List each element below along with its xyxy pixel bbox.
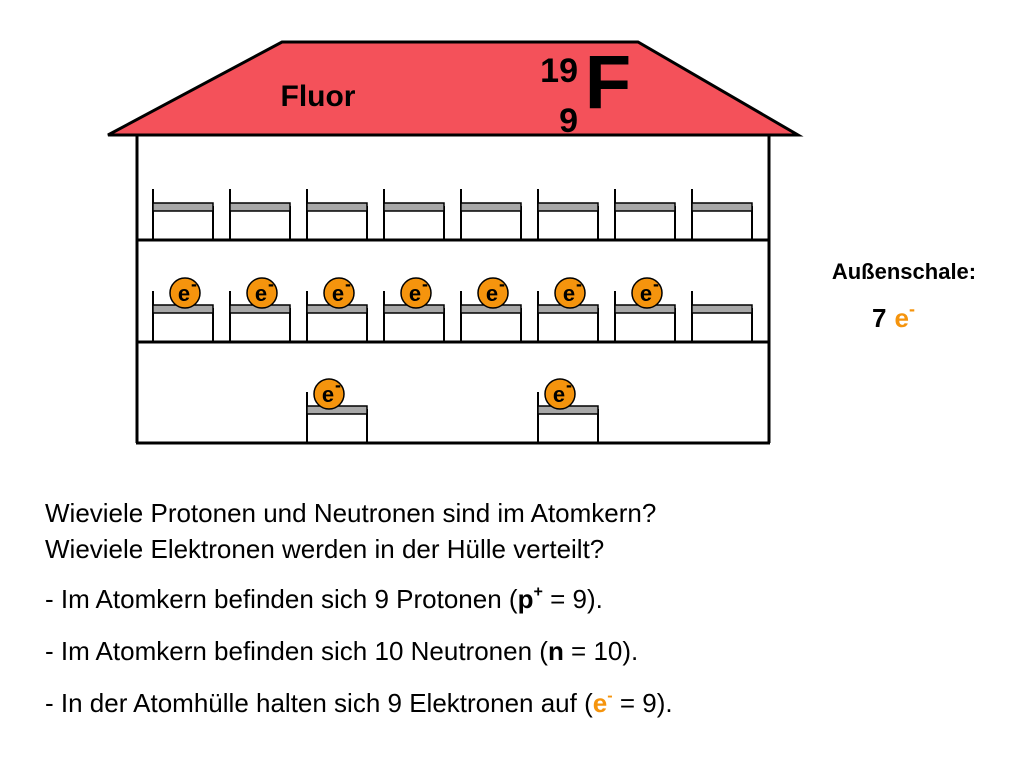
atom-house-diagram: Fluor 19 9 F e-e-e-e-e-e-e-e-e- Außensch…: [107, 40, 976, 445]
electron-charge: -: [607, 686, 613, 705]
svg-text:-: -: [191, 274, 197, 294]
svg-text:-: -: [345, 274, 351, 294]
bed-top-1: [152, 189, 214, 239]
svg-text:-: -: [499, 274, 505, 294]
bed-top-5: [460, 189, 522, 239]
svg-text:e: e: [322, 382, 334, 407]
answer-protons-prefix: - Im Atomkern befinden sich 9 Protonen (: [45, 584, 518, 614]
svg-text:e: e: [255, 281, 267, 306]
bed-middle-8: [691, 291, 753, 341]
electron-middle-1: e-: [169, 274, 201, 309]
answer-neutrons-prefix: - Im Atomkern befinden sich 10 Neutronen…: [45, 636, 548, 666]
electron-symbol: e: [592, 688, 608, 718]
question-nucleus: Wieviele Protonen und Neutronen sind im …: [45, 498, 657, 528]
svg-text:e: e: [640, 281, 652, 306]
electron-middle-6: e-: [554, 274, 586, 309]
outer-shell-electron-charge: -: [909, 299, 915, 319]
svg-text:e: e: [409, 281, 421, 306]
beds-layer: [152, 189, 753, 442]
answer-electrons-suffix: = 9).: [612, 688, 673, 718]
question-block: Wieviele Protonen und Neutronen sind im …: [45, 495, 1005, 729]
electron-middle-5: e-: [477, 274, 509, 309]
question-shell: Wieviele Elektronen werden in der Hülle …: [45, 534, 605, 564]
bed-top-6: [537, 189, 599, 239]
electron-bottom-2: e-: [544, 375, 576, 410]
house-roof: [107, 40, 804, 137]
svg-text:e: e: [486, 281, 498, 306]
answer-electrons: - In der Atomhülle halten sich 9 Elektro…: [45, 677, 1005, 729]
svg-text:e: e: [563, 281, 575, 306]
svg-text:-: -: [653, 274, 659, 294]
answer-protons: - Im Atomkern befinden sich 9 Protonen (…: [45, 573, 1005, 625]
bed-middle-4: [383, 291, 445, 341]
electron-middle-4: e-: [400, 274, 432, 309]
electron-bottom-1: e-: [313, 375, 345, 410]
svg-text:-: -: [335, 375, 341, 395]
bed-middle-6: [537, 291, 599, 341]
svg-text:-: -: [422, 274, 428, 294]
bed-top-3: [306, 189, 368, 239]
element-symbol: F: [585, 40, 631, 125]
element-name: Fluor: [281, 80, 356, 113]
svg-text:-: -: [268, 274, 274, 294]
neutron-symbol: n: [547, 636, 564, 666]
answer-neutrons: - Im Atomkern befinden sich 10 Neutronen…: [45, 625, 1005, 677]
outer-shell-electron-symbol: e: [894, 303, 908, 333]
bed-top-7: [614, 189, 676, 239]
svg-text:e: e: [178, 281, 190, 306]
electron-middle-2: e-: [246, 274, 278, 309]
proton-symbol: p: [517, 584, 534, 614]
svg-text:-: -: [566, 375, 572, 395]
mass-number: 19: [540, 52, 578, 90]
proton-charge: +: [533, 582, 543, 601]
bed-top-2: [229, 189, 291, 239]
answer-neutrons-suffix: = 10).: [563, 636, 639, 666]
electron-middle-7: e-: [631, 274, 663, 309]
svg-text:e: e: [332, 281, 344, 306]
svg-text:e: e: [553, 382, 565, 407]
answer-protons-suffix: = 9).: [542, 584, 603, 614]
svg-text:-: -: [576, 274, 582, 294]
answer-electrons-prefix: - In der Atomhülle halten sich 9 Elektro…: [45, 688, 593, 718]
bed-top-4: [383, 189, 445, 239]
electron-middle-3: e-: [323, 274, 355, 309]
bed-top-8: [691, 189, 753, 239]
bed-middle-7: [614, 291, 676, 341]
outer-shell-count: 7: [872, 303, 886, 333]
atomic-number: 9: [559, 102, 578, 140]
bed-middle-2: [229, 291, 291, 341]
outer-shell-title: Außenschale:: [832, 259, 976, 284]
electrons-layer: e-e-e-e-e-e-e-e-e-: [169, 274, 663, 410]
